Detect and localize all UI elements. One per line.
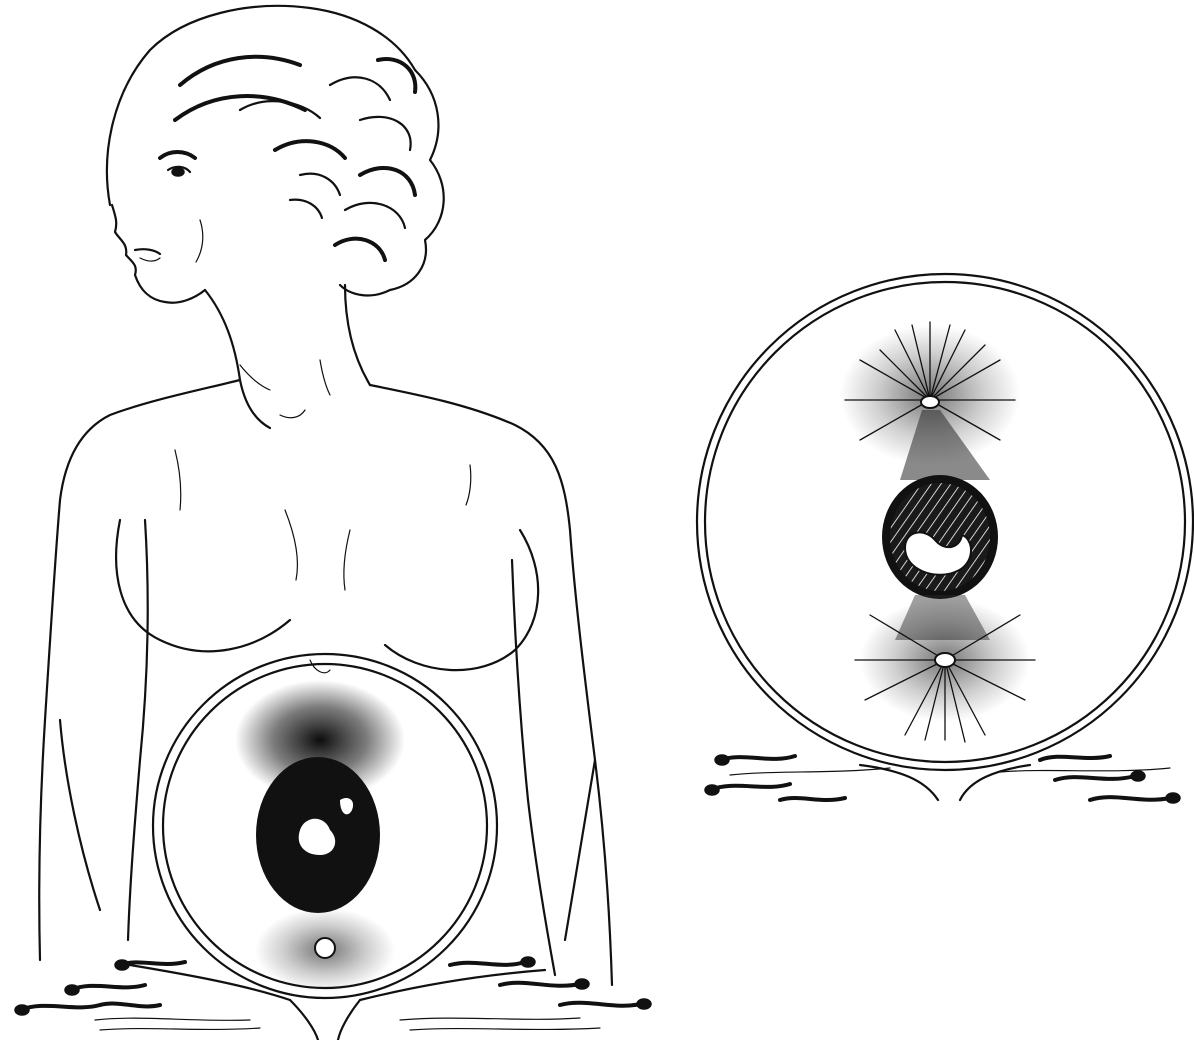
left-flow-marks	[15, 960, 260, 1030]
womb-inset-small	[153, 654, 497, 998]
face	[112, 152, 205, 303]
embryo-sac	[882, 475, 998, 599]
chest	[116, 510, 538, 673]
detail-left-flow-marks	[705, 755, 890, 800]
neck	[205, 285, 370, 428]
lower-ovum-burst	[855, 595, 1035, 742]
woman-figure	[15, 6, 651, 1040]
detail-right-flow-marks	[1000, 756, 1180, 803]
womb-detail-enlarged	[697, 274, 1193, 803]
right-flow-marks	[400, 957, 651, 1030]
